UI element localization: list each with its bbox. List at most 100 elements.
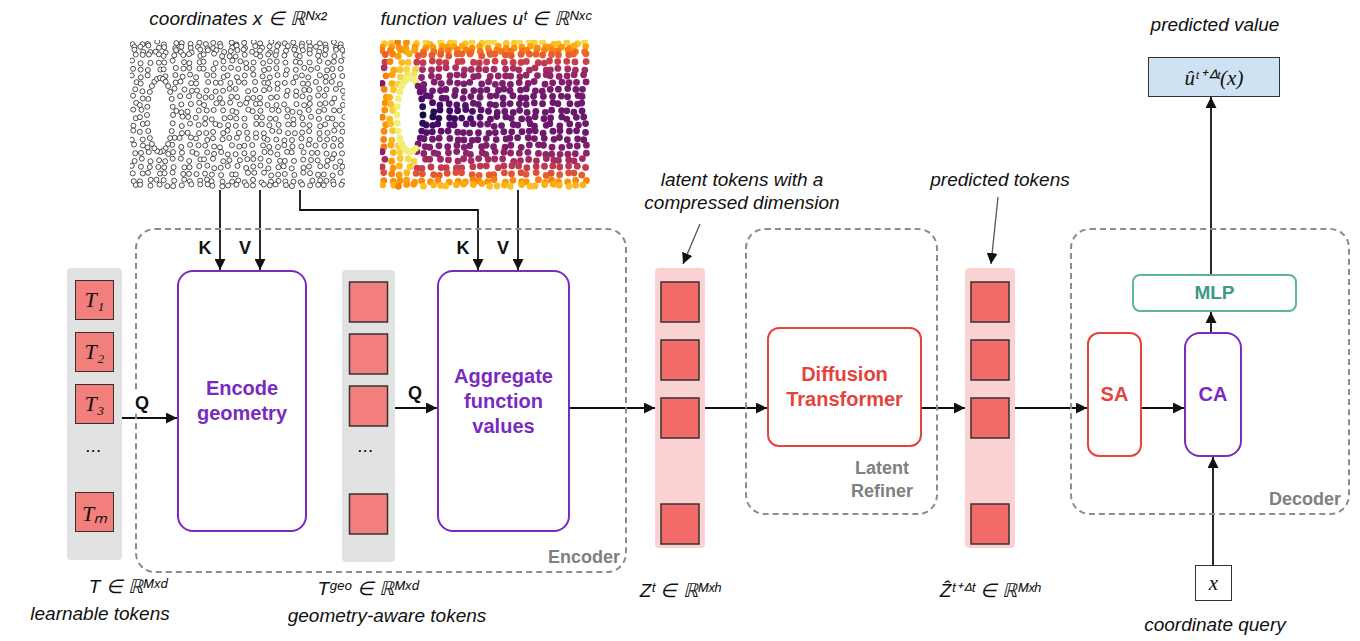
attention-block: Encode geometry	[177, 270, 307, 532]
sample-point	[403, 169, 410, 176]
sample-point	[453, 148, 460, 155]
sample-point	[580, 181, 587, 188]
sample-point	[380, 182, 386, 189]
sample-point	[491, 176, 498, 183]
sample-point	[220, 101, 225, 106]
sample-point	[460, 95, 467, 102]
sample-point	[212, 51, 217, 56]
sample-point	[210, 136, 215, 141]
sample-point	[491, 51, 498, 58]
sample-point	[211, 40, 216, 45]
sample-point	[540, 142, 547, 149]
sample-point	[307, 137, 312, 142]
sample-point	[270, 128, 275, 133]
sample-point	[334, 47, 339, 52]
sample-point	[162, 60, 167, 65]
sample-point	[564, 73, 571, 80]
sample-point	[405, 59, 412, 66]
sample-point	[139, 156, 144, 161]
sample-point	[285, 107, 290, 112]
callout-text: latent tokens with a compressed dimensio…	[635, 169, 850, 215]
sample-point	[286, 122, 291, 127]
sample-point	[330, 156, 335, 161]
sample-point	[574, 163, 581, 170]
sample-point	[539, 100, 546, 107]
sample-point	[140, 171, 145, 176]
sample-point	[258, 156, 263, 161]
sample-point	[309, 158, 314, 163]
refiner-group: Diffusion TransformerLatent Refiner	[745, 228, 938, 515]
sample-point	[442, 183, 449, 190]
flow-arrow	[570, 407, 655, 409]
sample-point	[582, 129, 589, 136]
sample-point	[549, 93, 556, 100]
sample-point	[274, 103, 279, 108]
sample-point	[197, 131, 202, 136]
callout-text: predicted tokens	[930, 169, 1069, 191]
node-label: ûᵗ⁺ᐞᵗ(x)	[1185, 63, 1244, 91]
sample-point	[168, 136, 173, 141]
sample-point	[250, 109, 255, 114]
sample-point	[317, 131, 322, 136]
sample-point	[438, 80, 445, 87]
sample-point	[258, 101, 263, 106]
sample-point	[382, 100, 389, 107]
sample-point	[417, 89, 424, 96]
sample-point	[244, 183, 249, 188]
sample-point	[182, 60, 187, 65]
node-caption: Encoder	[548, 547, 620, 568]
sample-point	[331, 40, 336, 45]
sample-point	[329, 100, 334, 105]
sample-point	[138, 81, 143, 86]
sample-point	[582, 120, 589, 127]
sample-point	[454, 71, 461, 78]
flow-arrow	[517, 190, 519, 270]
sample-point	[524, 149, 531, 156]
sample-point	[444, 170, 451, 177]
sample-point	[178, 156, 183, 161]
sample-point	[508, 115, 515, 122]
sample-point	[516, 107, 523, 114]
sample-point	[138, 164, 143, 169]
sample-point	[340, 151, 345, 156]
sample-point	[140, 137, 145, 142]
sample-point	[564, 66, 571, 73]
sample-point	[306, 107, 311, 112]
sample-point	[227, 86, 232, 91]
sample-point	[157, 158, 162, 163]
sample-point	[275, 73, 280, 78]
sample-point	[483, 142, 490, 149]
sample-point	[380, 80, 385, 87]
sample-point	[482, 66, 489, 73]
sample-point	[170, 156, 175, 161]
sample-point	[265, 102, 270, 107]
sample-point	[524, 109, 531, 116]
sample-point	[484, 86, 491, 93]
sample-point	[145, 68, 150, 73]
sample-point	[225, 73, 230, 78]
sample-point	[261, 61, 266, 66]
sample-point	[196, 122, 201, 127]
sample-point	[533, 163, 540, 170]
sample-point	[507, 81, 514, 88]
sample-point	[477, 121, 484, 128]
sample-point	[573, 79, 580, 86]
sample-point	[294, 102, 299, 107]
sample-point	[276, 108, 281, 113]
sample-point	[572, 150, 579, 157]
sample-point	[532, 127, 539, 134]
sample-point	[219, 173, 224, 178]
sample-point	[419, 103, 426, 110]
sample-point	[514, 122, 521, 129]
sample-point	[242, 143, 247, 148]
sample-point	[324, 151, 329, 156]
sample-point	[435, 115, 442, 122]
sample-point	[338, 170, 343, 175]
sample-point	[205, 137, 210, 142]
sample-point	[523, 164, 530, 171]
sample-point	[556, 171, 563, 178]
sample-point	[437, 51, 444, 58]
token-box: T₂	[75, 332, 114, 372]
sample-point	[340, 74, 345, 79]
sample-point	[188, 121, 193, 126]
